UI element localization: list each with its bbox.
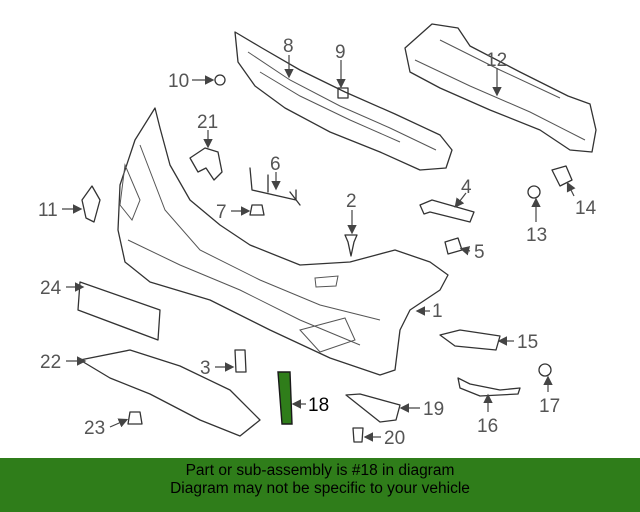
callout-8: 8 — [283, 36, 294, 57]
callout-12: 12 — [486, 50, 507, 71]
clip-3-part — [234, 349, 247, 373]
callout-5: 5 — [474, 242, 485, 263]
callout-15: 15 — [517, 332, 538, 353]
callout-22: 22 — [40, 352, 61, 373]
clip-14-part — [551, 165, 573, 187]
bolt-5-part — [444, 237, 463, 255]
callout-19: 19 — [423, 399, 444, 420]
undertray-22-part — [79, 349, 261, 437]
bracket-11-part — [81, 185, 101, 223]
energy-absorber-part — [234, 31, 453, 171]
bumper-beam-part — [404, 23, 597, 153]
highlighted-bracket-18-part[interactable] — [277, 371, 293, 425]
bracket-16-part — [457, 377, 521, 397]
banner-part-line: Part or sub-assembly is #18 in diagram — [185, 462, 455, 479]
bracket-21-part — [189, 147, 223, 181]
bracket-6-part — [249, 167, 301, 206]
bracket-15-part — [439, 329, 501, 351]
banner-disclaimer-line: Diagram may not be specific to your vehi… — [170, 480, 470, 497]
clip-7-part — [249, 204, 265, 216]
callout-1: 1 — [432, 301, 443, 322]
callout-24: 24 — [40, 278, 62, 299]
callout-23: 23 — [84, 418, 105, 439]
callout-20: 20 — [384, 428, 405, 449]
callout-2: 2 — [346, 191, 357, 212]
bolt-20-part — [352, 427, 364, 443]
clip-17-part — [538, 363, 552, 377]
callout-6: 6 — [270, 154, 281, 175]
bracket-19-part — [345, 393, 401, 423]
bumper-cover-part — [117, 107, 449, 376]
callout-16: 16 — [477, 416, 498, 437]
callout-9: 9 — [335, 42, 346, 63]
callout-3: 3 — [200, 358, 211, 379]
license-plate-bracket-part — [77, 281, 161, 341]
screw-13-part — [527, 185, 541, 199]
bracket-4-part — [419, 199, 475, 223]
callout-14: 14 — [575, 198, 597, 219]
bolt-23-part — [127, 411, 143, 425]
push-pin-2-part — [344, 234, 358, 257]
screw-10-part — [214, 74, 226, 86]
part-info-banner: Part or sub-assembly is #18 in diagram D… — [0, 458, 640, 512]
callout-18[interactable]: 18 — [308, 395, 329, 416]
callout-17: 17 — [539, 396, 560, 417]
exploded-parts-diagram: 1 2 3 4 5 6 7 8 9 10 11 12 13 14 15 16 1… — [38, 23, 597, 449]
callout-10: 10 — [168, 71, 189, 92]
callout-7: 7 — [216, 202, 227, 223]
callout-13: 13 — [526, 225, 547, 246]
callout-4: 4 — [461, 177, 472, 198]
callout-11: 11 — [38, 200, 58, 221]
callout-21: 21 — [197, 112, 218, 133]
